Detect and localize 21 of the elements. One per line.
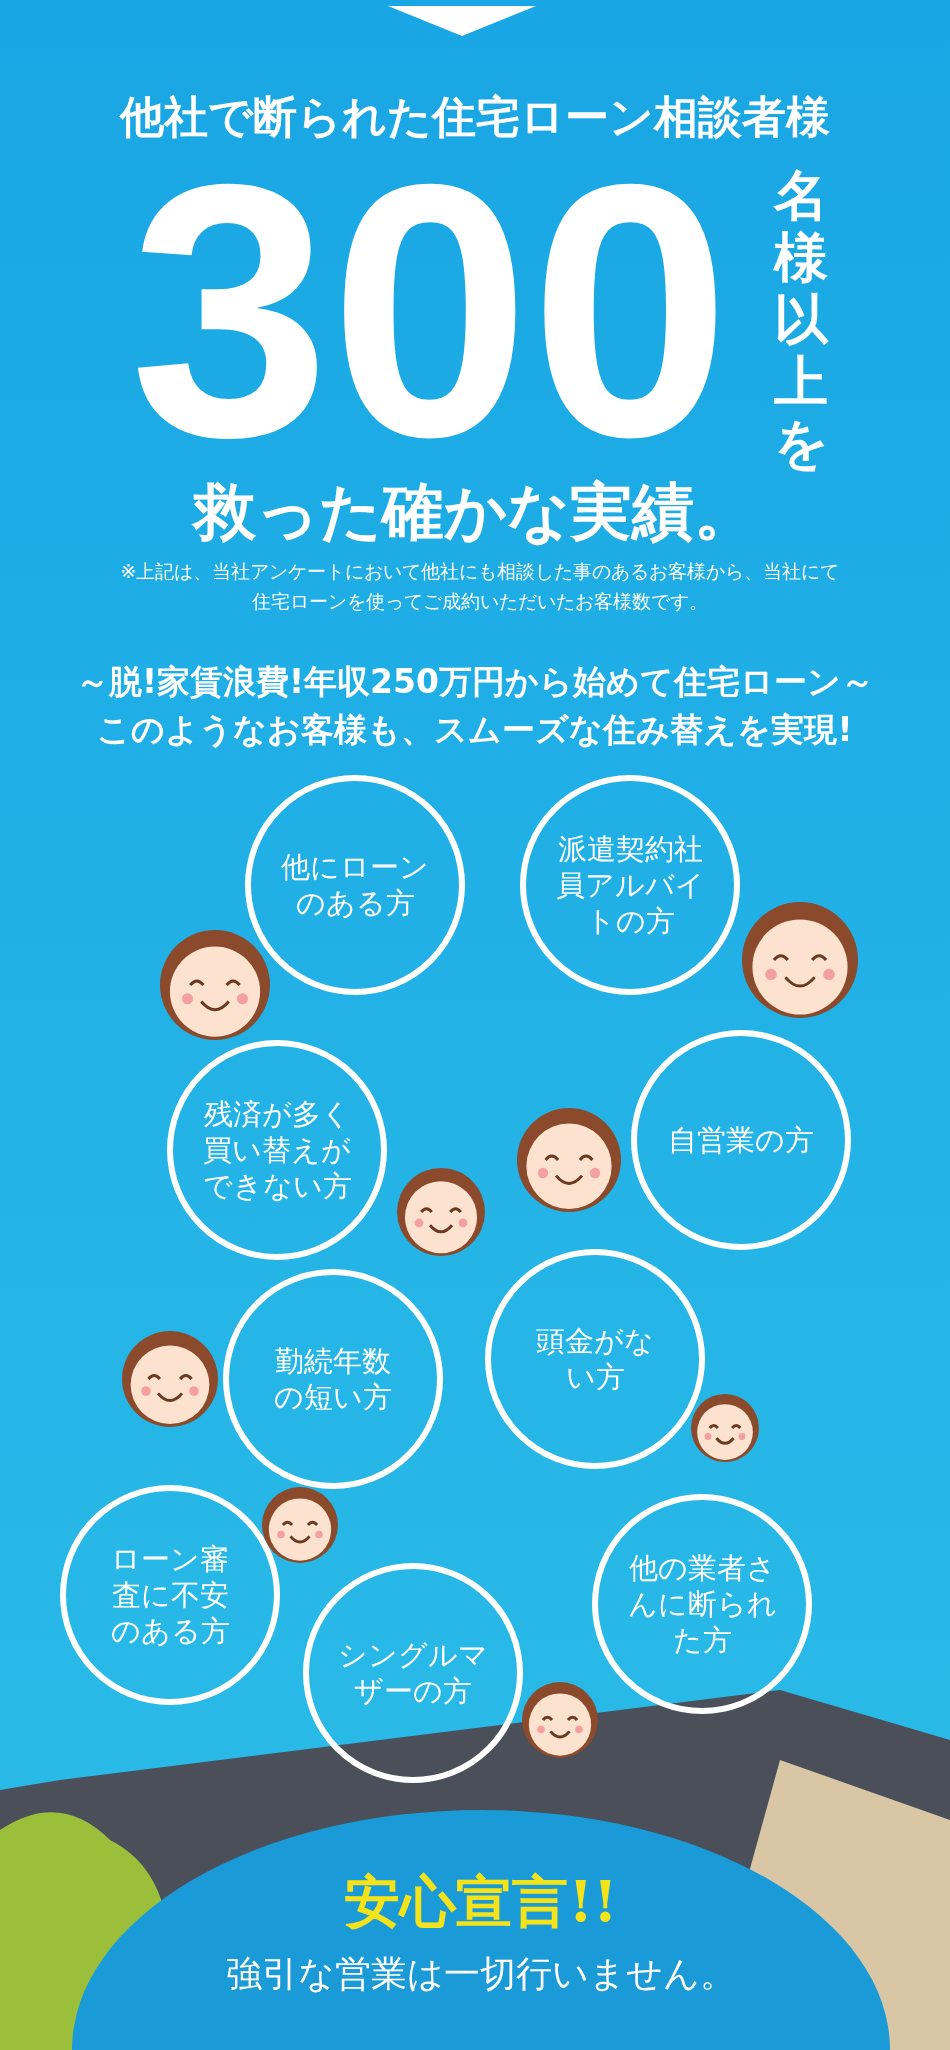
circle-text: シングルマザーの方 [337,1636,489,1710]
circle-text: 他にローンのある方 [280,848,430,922]
vertical-text: 名様以上を [772,165,830,475]
customer-type-circle [592,1494,812,1714]
slogan-text: このようなお客様も、スムーズな住み替えを実現! [96,709,854,751]
customer-type-circle [167,1040,387,1260]
circle-text: 残済が多く買い替えができない方 [201,1095,353,1205]
circle-text: 自営業の方 [667,1121,815,1159]
note-text: ※上記は、当社アンケートにおいて他社にも相談した事のあるお客様から、当社にて住宅ローンを使ってご成約いただいたお客様数です。 [120,559,840,614]
circle-text: ローン審査に不安のある方 [110,1540,230,1650]
circle-text: 頭金がない方 [535,1322,655,1396]
slogan-text: ～脱!家賃浪費!年収250万円から始めて住宅ローン～ [75,661,875,703]
customer-type-circle [223,1269,443,1489]
circle-text: 他の業者さんに断られた方 [626,1549,778,1659]
circle-text: 派遣契約社員アルバイトの方 [555,830,705,940]
circle-text: 勤続年数の短い方 [273,1342,393,1416]
customer-type-circle [631,1030,851,1250]
banner-text: 強引な営業は一切行いません。 [225,1952,737,1996]
banner-heading: 安心宣言!! [343,1867,619,1936]
customer-type-circle [520,775,740,995]
customer-type-circle [303,1563,523,1783]
